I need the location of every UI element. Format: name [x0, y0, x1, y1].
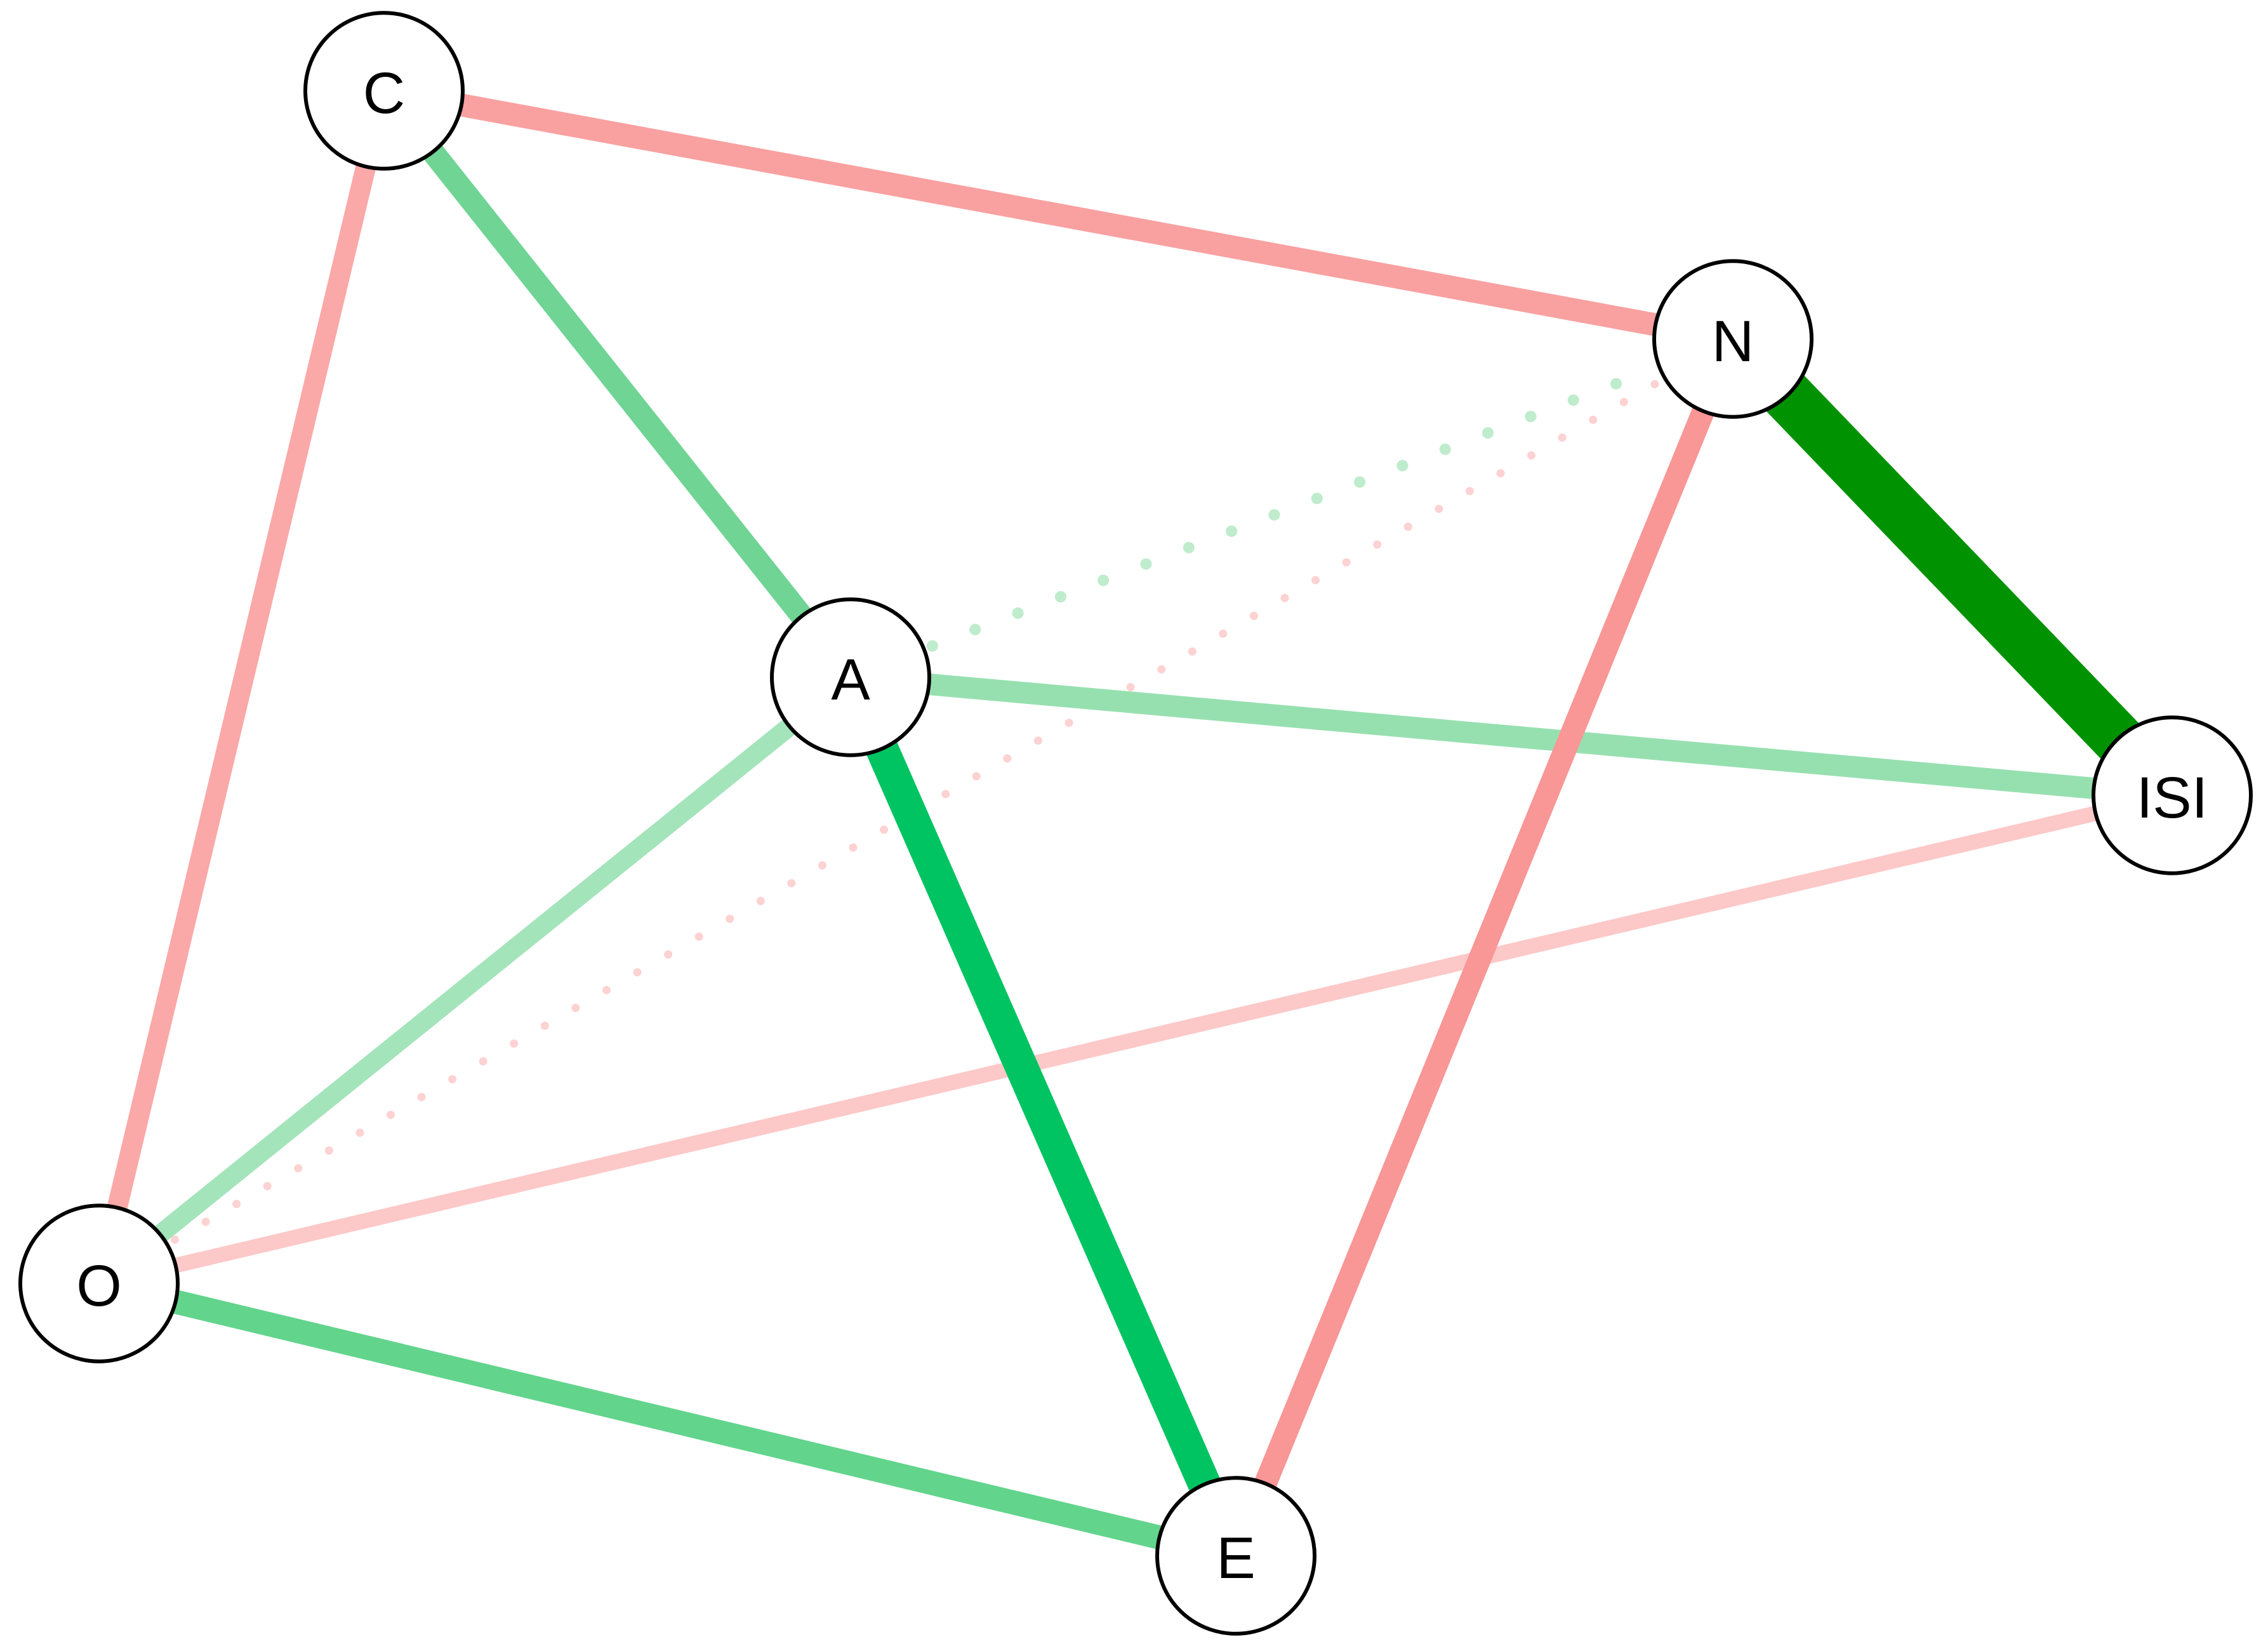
node-circle — [303, 11, 465, 171]
node-c: C — [303, 11, 465, 171]
node-circle — [18, 1203, 180, 1363]
edge-o-isi — [97, 788, 2174, 1291]
node-label: A — [831, 647, 870, 712]
edge-a-e — [835, 670, 1251, 1563]
node-o: O — [18, 1203, 180, 1363]
node-label: O — [76, 1254, 122, 1318]
node-isi: ISI — [2092, 715, 2253, 875]
node-n: N — [1652, 259, 1814, 419]
node-circle — [770, 597, 931, 757]
edge-c-n — [381, 79, 1735, 350]
node-e: E — [1155, 1476, 1316, 1636]
edge-a-n — [926, 364, 1657, 652]
edge-n-e — [1225, 335, 1744, 1560]
node-a: A — [770, 597, 931, 757]
edges-layer — [89, 79, 2191, 1568]
node-label: E — [1216, 1526, 1255, 1591]
node-label: N — [1712, 309, 1754, 374]
node-circle — [1652, 259, 1814, 419]
node-circle — [1155, 1476, 1316, 1636]
node-label: C — [363, 61, 405, 126]
edge-a-isi — [849, 666, 2173, 806]
edge-n-isi — [1714, 321, 2191, 814]
edge-a-o — [93, 670, 857, 1291]
node-circle — [2092, 715, 2253, 875]
edge-c-o — [89, 88, 394, 1286]
edge-o-e — [96, 1271, 1239, 1568]
nodes-layer: C N A ISI O E — [18, 11, 2253, 1636]
node-label: ISI — [2137, 766, 2208, 830]
edge-c-a — [375, 83, 860, 685]
